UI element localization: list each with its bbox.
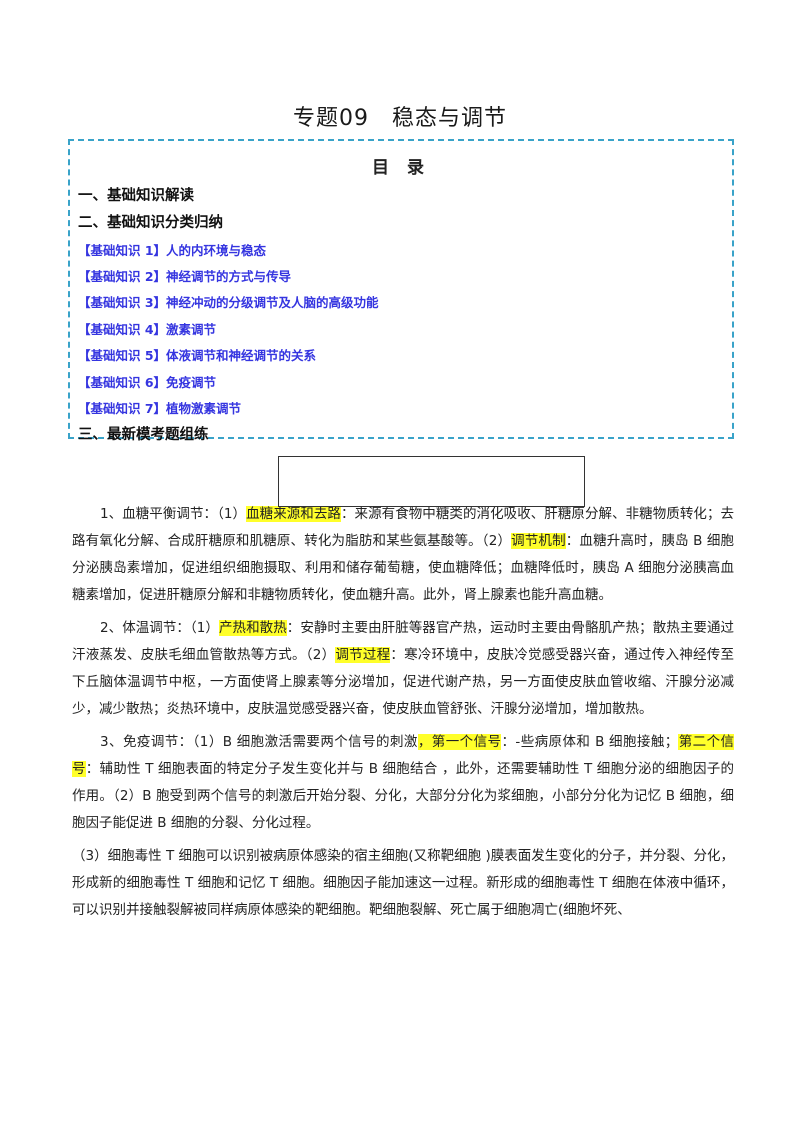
paragraph-text: 1、血糖平衡调节：（1） bbox=[100, 506, 247, 522]
paragraph-text: ：辅助性 T 细胞表面的特定分子发生变化并与 B 细胞结合 ，此外，还需要辅助性… bbox=[72, 761, 735, 831]
toc-link-knowledge-4[interactable]: 【基础知识 4】激素调节 bbox=[78, 322, 217, 337]
toc-link-knowledge-6[interactable]: 【基础知识 6】免疫调节 bbox=[78, 375, 217, 390]
paragraph-text: 2、体温调节：（1） bbox=[100, 620, 219, 636]
document-body: 1、血糖平衡调节：（1）血糖来源和去路：来源有食物中糖类的消化吸收、肝糖原分解、… bbox=[72, 501, 735, 930]
highlighted-term: 调节过程 bbox=[335, 647, 391, 663]
toc-section-basic-reading: 一、基础知识解读 bbox=[78, 188, 194, 204]
toc-section-classification: 二、基础知识分类归纳 bbox=[78, 215, 223, 231]
page-title: 专题09 稳态与调节 bbox=[293, 106, 507, 131]
toc-heading: 目 录 bbox=[372, 158, 430, 178]
highlighted-term: 产热和散热 bbox=[218, 620, 287, 636]
paragraph-blood-sugar: 1、血糖平衡调节：（1）血糖来源和去路：来源有食物中糖类的消化吸收、肝糖原分解、… bbox=[72, 501, 734, 609]
toc-link-knowledge-7[interactable]: 【基础知识 7】植物激素调节 bbox=[78, 401, 242, 416]
paragraph-text: 3、免疫调节：（1）B 细胞激活需要两个信号的刺激 bbox=[100, 734, 418, 750]
highlighted-term: 调节机制 bbox=[511, 533, 566, 549]
paragraph-immune-regulation: 3、免疫调节：（1）B 细胞激活需要两个信号的刺激，第一个信号：-些病原体和 B… bbox=[72, 729, 735, 837]
highlighted-term: 血糖来源和去路 bbox=[246, 506, 341, 522]
paragraph-text: ：血糖升高时，胰岛 B 细胞分泌胰岛素增加，促进组织细胞摄取、利用和储存葡萄糖，… bbox=[72, 533, 735, 603]
table-of-contents: 目 录 一、基础知识解读 二、基础知识分类归纳 【基础知识 1】人的内环境与稳态… bbox=[68, 139, 734, 443]
paragraph-text: ：-些病原体和 B 细胞接触； bbox=[501, 734, 679, 750]
paragraph-text: ：寒冷环境中，皮肤冷觉感受器兴奋，通过传入神经传至下丘脑体温调节中枢，一方面使肾… bbox=[72, 647, 734, 717]
paragraph-text: ：来源有食物中糖类的消化吸收、肝糖原分解、非糖物质转化；去路有氧化分解、合成肝糖… bbox=[72, 506, 735, 549]
blank-text-frame bbox=[278, 456, 585, 507]
toc-link-knowledge-3[interactable]: 【基础知识 3】神经冲动的分级调节及人脑的高级功能 bbox=[78, 295, 379, 310]
paragraph-cytotoxic-t-cell: （3）细胞毒性 T 细胞可以识别被病原体感染的宿主细胞(又称靶细胞 )膜表面发生… bbox=[72, 848, 734, 918]
toc-link-knowledge-5[interactable]: 【基础知识 5】体液调节和神经调节的关系 bbox=[78, 348, 317, 363]
highlighted-term: ，第一个信号 bbox=[417, 734, 502, 750]
toc-section-practice: 三、最新模考题组练 bbox=[78, 427, 209, 443]
paragraph-text: ：安静时主要由肝脏等器官产热，运动时主要由骨骼肌产热；散热主要通过汗液蒸发、皮肤… bbox=[72, 620, 735, 663]
toc-link-knowledge-2[interactable]: 【基础知识 2】神经调节的方式与传导 bbox=[78, 269, 292, 284]
paragraph-body-temperature: 2、体温调节：（1）产热和散热：安静时主要由肝脏等器官产热，运动时主要由骨骼肌产… bbox=[72, 615, 734, 723]
toc-link-knowledge-1[interactable]: 【基础知识 1】人的内环境与稳态 bbox=[78, 243, 267, 258]
